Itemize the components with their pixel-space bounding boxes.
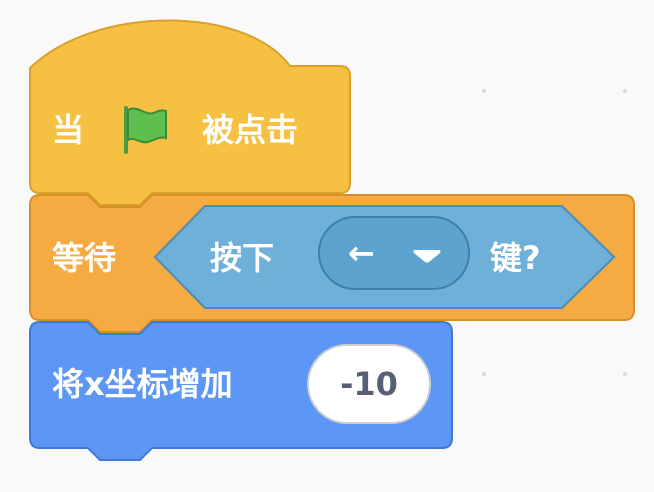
grid-dot — [482, 89, 486, 93]
clicked-label: 被点击 — [202, 111, 299, 149]
grid-dot — [623, 89, 627, 93]
when-label: 当 — [52, 111, 85, 149]
grid-dot — [623, 372, 627, 376]
change-x-label: 将x坐标增加 — [52, 365, 233, 403]
key-suffix-label: 键? — [490, 239, 541, 277]
key-value: ← — [348, 234, 375, 272]
press-label: 按下 — [210, 239, 275, 277]
change-x-amount-input[interactable]: -10 — [307, 344, 431, 424]
grid-dot — [482, 372, 486, 376]
when-flag-clicked-block[interactable] — [29, 19, 351, 206]
key-select-dropdown[interactable]: ← — [318, 216, 470, 290]
caret-down-icon — [413, 250, 441, 263]
green-flag-icon — [124, 106, 167, 154]
wait-label: 等待 — [52, 239, 117, 277]
